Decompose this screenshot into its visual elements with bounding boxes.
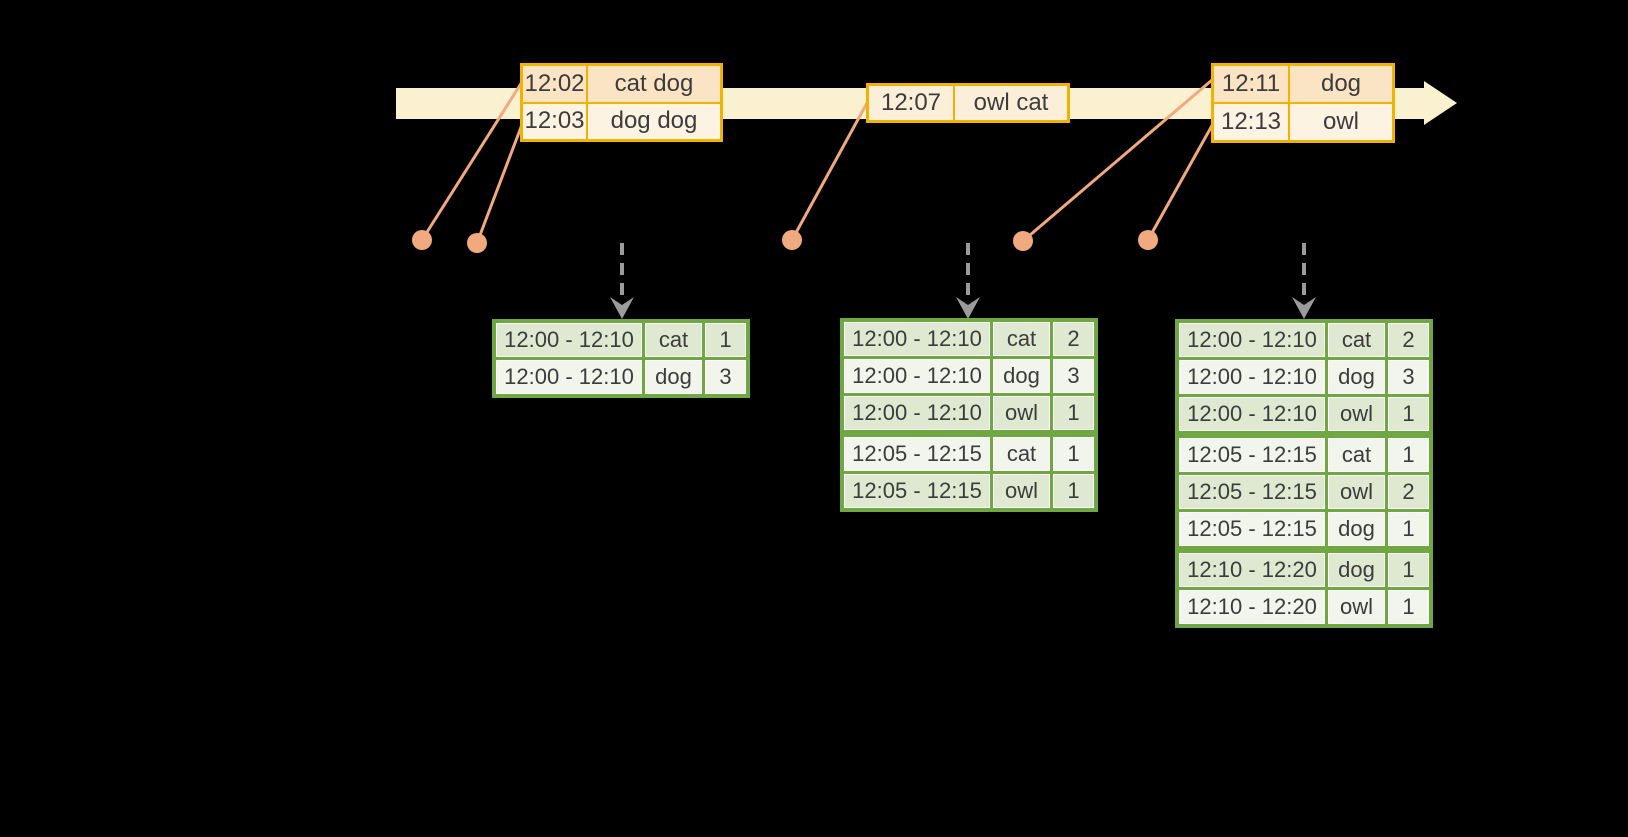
result-word-cell: owl <box>1328 397 1385 431</box>
event-connector-line <box>475 121 525 244</box>
result-word-cell: cat <box>993 437 1050 471</box>
event-connector-lines <box>420 78 1216 244</box>
result-window-cell: 12:00 - 12:10 <box>496 360 642 394</box>
result-word-cell: cat <box>645 323 702 357</box>
event-time-cell: 12:11 <box>1214 66 1288 102</box>
result-window-cell: 12:00 - 12:10 <box>844 359 990 393</box>
result-row: 12:05 - 12:15 cat 1 <box>1179 438 1429 472</box>
result-window-cell: 12:05 - 12:15 <box>1179 475 1325 509</box>
event-words-cell: cat dog <box>588 66 720 102</box>
result-count-cell: 1 <box>1388 512 1429 546</box>
result-row: 12:00 - 12:10 dog 3 <box>844 359 1094 393</box>
result-window-cell: 12:05 - 12:15 <box>1179 512 1325 546</box>
result-count-cell: 1 <box>1388 553 1429 587</box>
result-count-cell: 3 <box>1053 359 1094 393</box>
result-count-cell: 1 <box>1053 474 1094 508</box>
result-window-cell: 12:00 - 12:10 <box>844 322 990 356</box>
result-window-cell: 12:10 - 12:20 <box>1179 553 1325 587</box>
result-word-cell: dog <box>993 359 1050 393</box>
event-time-dot <box>1138 230 1158 250</box>
event-time-dot <box>412 230 432 250</box>
trigger-arrowhead-icon <box>956 297 980 319</box>
result-word-cell: cat <box>1328 438 1385 472</box>
result-row: 12:00 - 12:10 owl 1 <box>1179 397 1429 431</box>
event-words-cell: dog <box>1290 66 1392 102</box>
result-row: 12:10 - 12:20 dog 1 <box>1179 553 1429 587</box>
result-row: 12:05 - 12:15 cat 1 <box>844 437 1094 471</box>
result-word-cell: owl <box>993 474 1050 508</box>
event-row: 12:11 dog <box>1214 66 1392 102</box>
result-word-cell: dog <box>1328 512 1385 546</box>
result-window-cell: 12:00 - 12:10 <box>1179 323 1325 357</box>
result-word-cell: cat <box>993 322 1050 356</box>
event-table-1202: 12:02 cat dog 12:03 dog dog <box>520 63 723 142</box>
result-count-cell: 1 <box>1053 437 1094 471</box>
event-words-cell: dog dog <box>588 103 720 139</box>
event-connector-line <box>790 102 869 241</box>
result-word-cell: cat <box>1328 323 1385 357</box>
result-row: 12:00 - 12:10 cat 1 <box>496 323 746 357</box>
event-words-cell: owl cat <box>955 86 1067 120</box>
result-word-cell: dog <box>645 360 702 394</box>
result-row: 12:00 - 12:10 cat 2 <box>1179 323 1429 357</box>
result-row: 12:05 - 12:15 owl 2 <box>1179 475 1429 509</box>
event-row: 12:02 cat dog <box>523 66 720 102</box>
result-window-cell: 12:10 - 12:20 <box>1179 590 1325 624</box>
event-time-dot <box>467 233 487 253</box>
result-count-cell: 2 <box>1388 475 1429 509</box>
result-window-cell: 12:05 - 12:15 <box>844 437 990 471</box>
event-connector-line <box>1022 78 1213 243</box>
event-time-cell: 12:13 <box>1214 104 1288 140</box>
result-row: 12:00 - 12:10 dog 3 <box>1179 360 1429 394</box>
event-row: 12:07 owl cat <box>869 86 1067 120</box>
result-row: 12:05 - 12:15 owl 1 <box>844 474 1094 508</box>
result-row: 12:05 - 12:15 dog 1 <box>1179 512 1429 546</box>
result-word-cell: owl <box>1328 590 1385 624</box>
trigger-arrowheads <box>610 297 1316 319</box>
event-table-1211: 12:11 dog 12:13 owl <box>1211 63 1395 143</box>
result-window-cell: 12:00 - 12:10 <box>844 396 990 430</box>
event-time-dots <box>412 230 1158 253</box>
result-count-cell: 1 <box>1388 590 1429 624</box>
trigger-arrowhead-icon <box>1292 297 1316 319</box>
result-window-cell: 12:00 - 12:10 <box>1179 360 1325 394</box>
trigger-arrowhead-icon <box>610 297 634 319</box>
result-word-cell: dog <box>1328 553 1385 587</box>
result-row: 12:00 - 12:10 cat 2 <box>844 322 1094 356</box>
result-window-cell: 12:00 - 12:10 <box>1179 397 1325 431</box>
event-row: 12:03 dog dog <box>523 103 720 139</box>
event-time-dot <box>1013 231 1033 251</box>
event-table-1207: 12:07 owl cat <box>866 83 1070 123</box>
event-connector-line <box>420 81 524 241</box>
result-count-cell: 1 <box>705 323 746 357</box>
result-window-cell: 12:05 - 12:15 <box>844 474 990 508</box>
result-window-cell: 12:05 - 12:15 <box>1179 438 1325 472</box>
event-time-dot <box>782 230 802 250</box>
result-count-cell: 1 <box>1388 397 1429 431</box>
result-count-cell: 1 <box>1053 396 1094 430</box>
result-row: 12:10 - 12:20 owl 1 <box>1179 590 1429 624</box>
result-window-cell: 12:00 - 12:10 <box>496 323 642 357</box>
trigger-arrow-shafts <box>620 243 1306 300</box>
event-time-cell: 12:03 <box>523 103 586 139</box>
result-word-cell: dog <box>1328 360 1385 394</box>
result-row: 12:00 - 12:10 dog 3 <box>496 360 746 394</box>
event-time-cell: 12:02 <box>523 66 586 102</box>
result-count-cell: 3 <box>705 360 746 394</box>
result-table-1: 12:00 - 12:10 cat 1 12:00 - 12:10 dog 3 <box>492 319 750 398</box>
event-row: 12:13 owl <box>1214 104 1392 140</box>
result-count-cell: 2 <box>1053 322 1094 356</box>
result-table-3: 12:00 - 12:10 cat 2 12:00 - 12:10 dog 3 … <box>1175 319 1433 628</box>
result-count-cell: 2 <box>1388 323 1429 357</box>
result-word-cell: owl <box>993 396 1050 430</box>
event-words-cell: owl <box>1290 104 1392 140</box>
event-connector-line <box>1146 121 1216 241</box>
result-count-cell: 3 <box>1388 360 1429 394</box>
result-count-cell: 1 <box>1388 438 1429 472</box>
event-time-cell: 12:07 <box>869 86 953 120</box>
result-row: 12:00 - 12:10 owl 1 <box>844 396 1094 430</box>
result-table-2: 12:00 - 12:10 cat 2 12:00 - 12:10 dog 3 … <box>840 318 1098 512</box>
result-word-cell: owl <box>1328 475 1385 509</box>
